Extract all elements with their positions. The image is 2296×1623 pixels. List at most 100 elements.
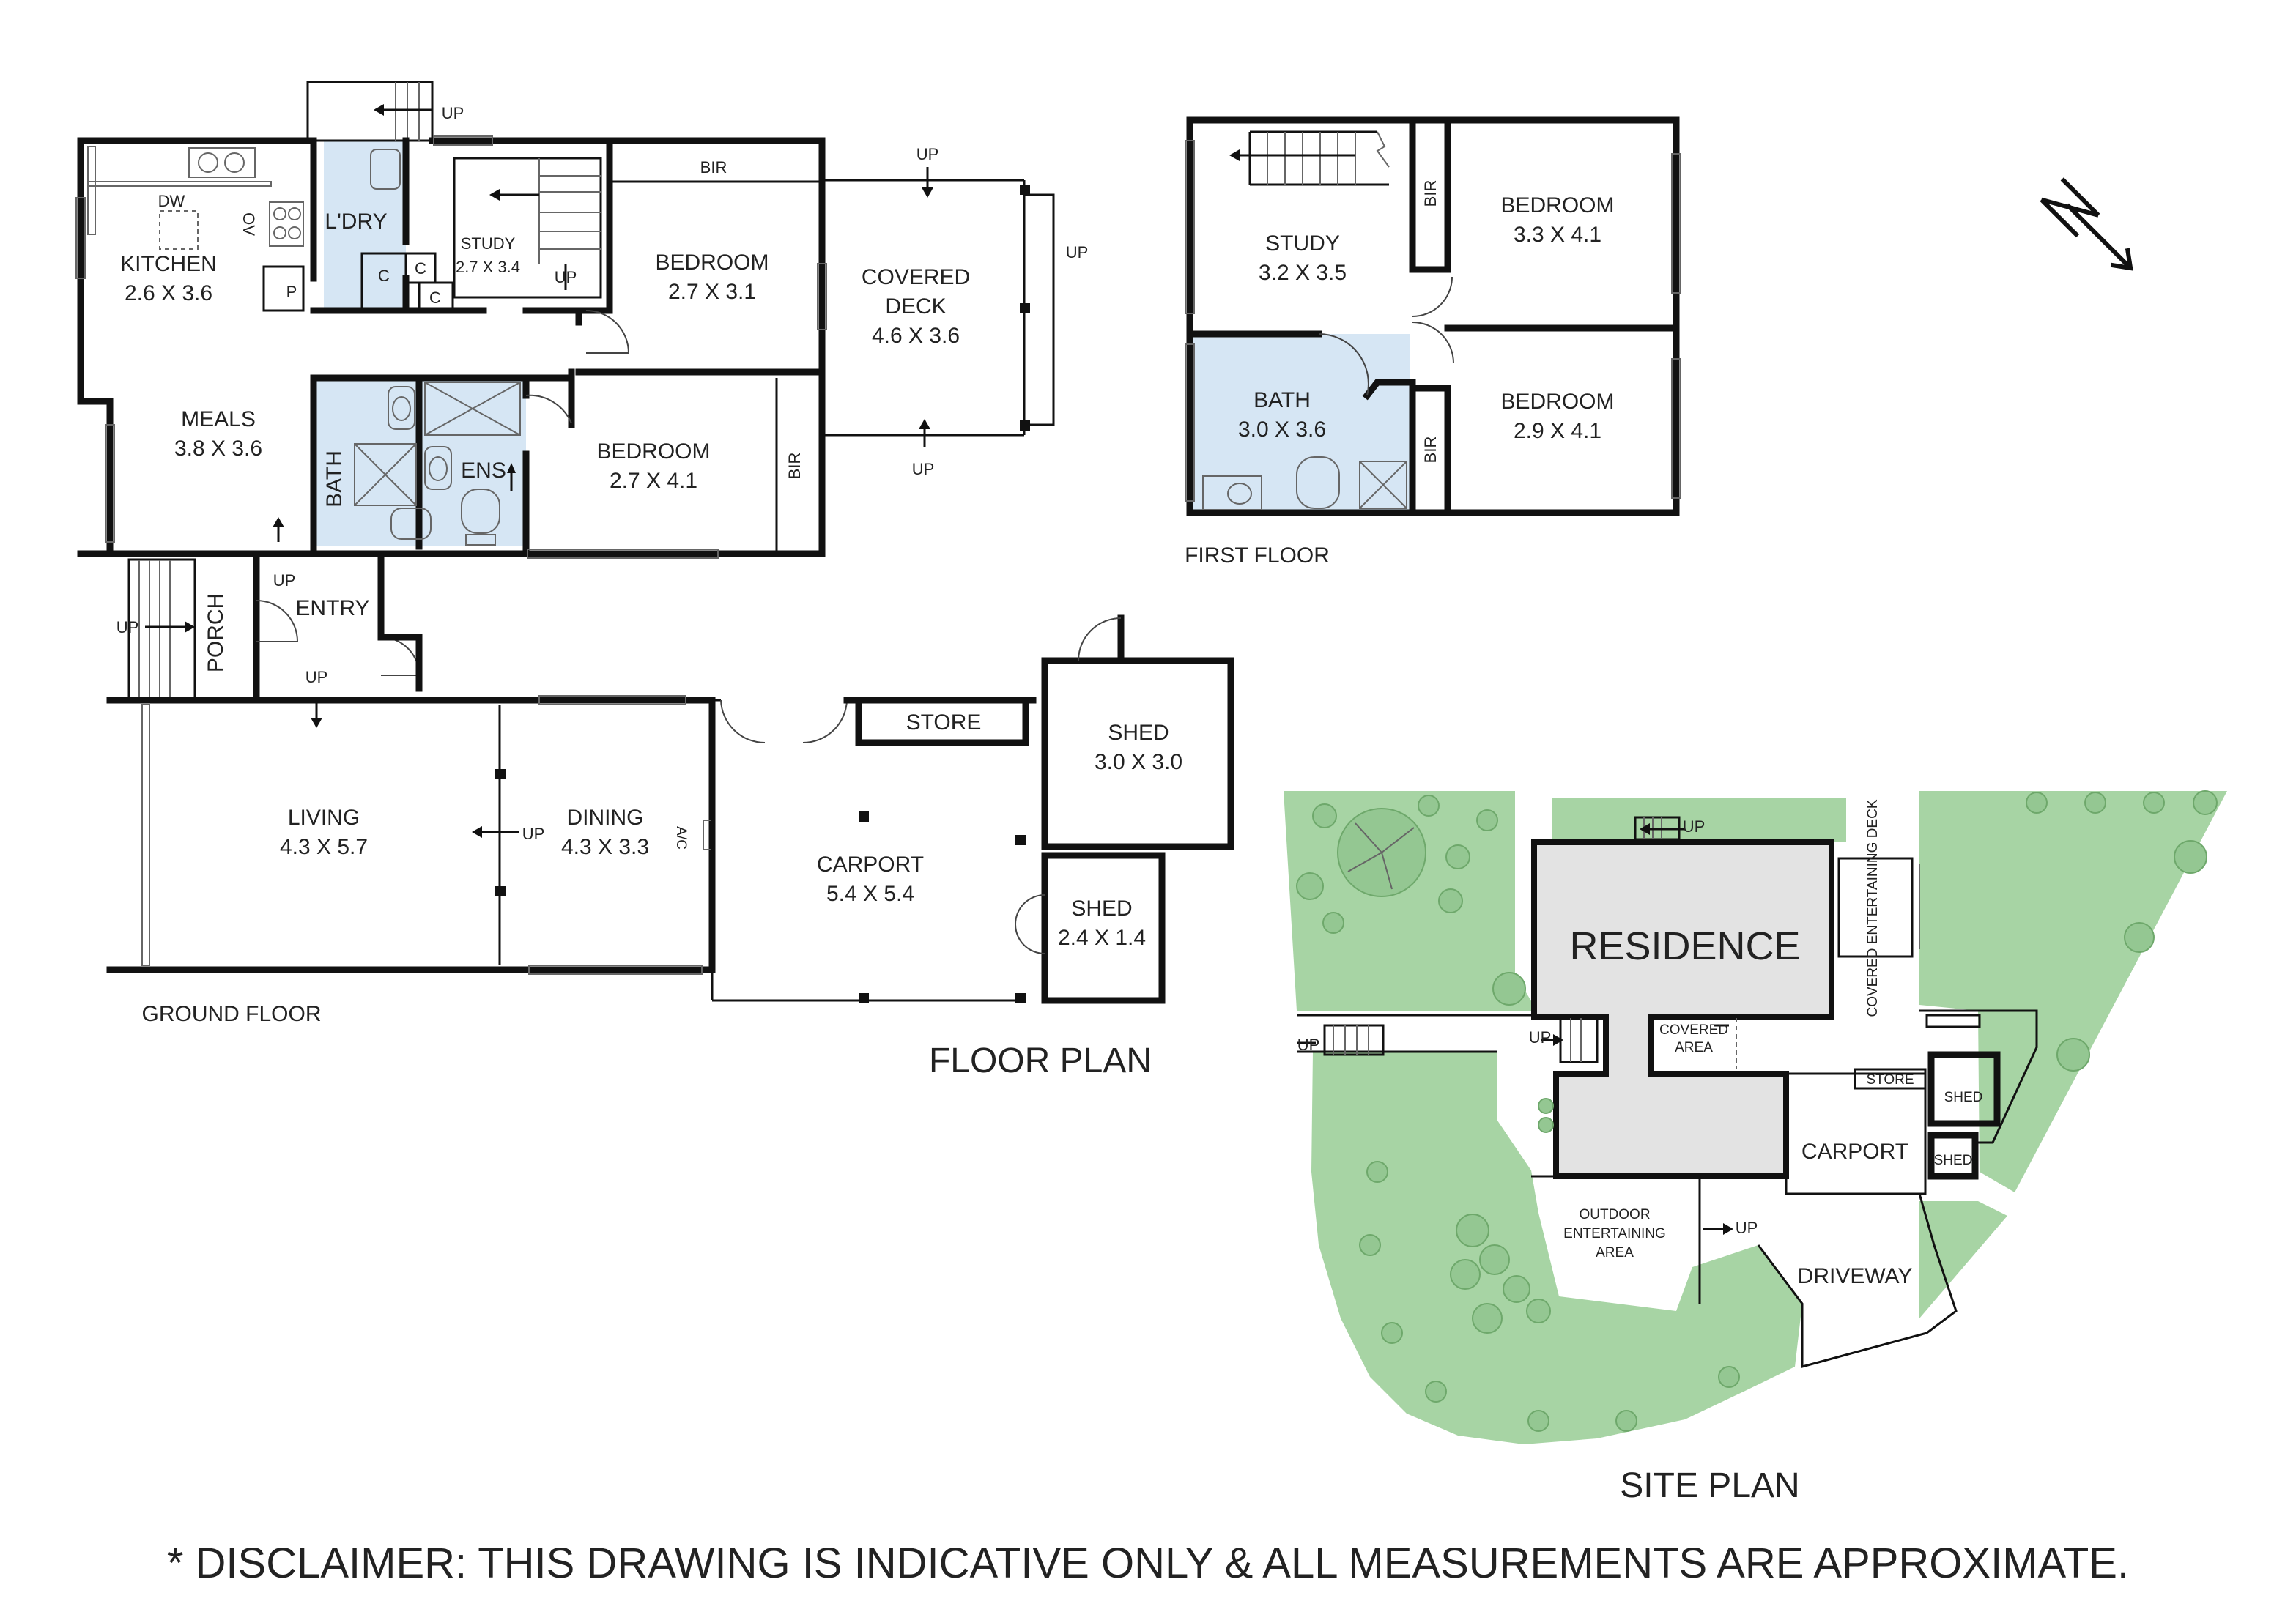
- ff-bir-label-2: BIR: [1421, 437, 1440, 464]
- first-floor-labels: STUDY 3.2 X 3.5 BIR BEDROOM 3.3 X 4.1 BA…: [1185, 180, 1614, 568]
- site-plan-labels: RESIDENCE COVERED ENTERTAINING DECK COVE…: [1297, 799, 1983, 1505]
- site-up-top: UP: [1683, 817, 1706, 836]
- ac-label: A/C: [673, 826, 689, 850]
- cupboard-label-2: C: [415, 259, 426, 278]
- lawn-main: [1311, 1052, 1802, 1444]
- deck-up-side: UP: [1066, 243, 1089, 261]
- kitchen-label: KITCHEN: [120, 252, 217, 276]
- ff-bir-label-1: BIR: [1421, 180, 1440, 207]
- porch-up-label: UP: [116, 618, 139, 636]
- study-label: STUDY: [461, 234, 516, 253]
- deck-up-bottom: UP: [912, 460, 935, 478]
- kitchen-size: 2.6 X 3.6: [125, 281, 212, 305]
- covered-area-label-2: AREA: [1675, 1040, 1713, 1055]
- entry-label: ENTRY: [295, 596, 369, 620]
- site-carport-label: CARPORT: [1801, 1140, 1908, 1164]
- carport-plan: [711, 614, 1234, 1004]
- site-up-left: UP: [1297, 1036, 1320, 1054]
- living-label: LIVING: [288, 806, 360, 830]
- living-size: 4.3 X 5.7: [280, 835, 368, 859]
- rear-stair: [306, 81, 434, 142]
- first-floor-plan: [1185, 116, 1681, 516]
- plan-title: FLOOR PLAN: [929, 1041, 1152, 1080]
- bedroom2-size: 2.7 X 4.1: [610, 469, 697, 493]
- carport-label: CARPORT: [817, 853, 924, 877]
- porch-steps: [127, 558, 196, 700]
- site-plan-label: SITE PLAN: [1620, 1466, 1799, 1505]
- ff-bedroom1-label: BEDROOM: [1500, 193, 1614, 218]
- covered-deck-size: 4.6 X 3.6: [872, 324, 960, 348]
- site-store-label: STORE: [1866, 1072, 1914, 1088]
- ff-bedroom1-size: 3.3 X 4.1: [1514, 223, 1601, 247]
- entry-up-label: UP: [273, 571, 296, 590]
- meals-label: MEALS: [181, 407, 256, 431]
- trees: [1296, 790, 2218, 1432]
- ensuite-label: ENS: [461, 458, 506, 483]
- site-covered-deck-label: COVERED ENTERTAINING DECK: [1865, 799, 1881, 1017]
- site-up-mid: UP: [1529, 1028, 1552, 1047]
- covered-area-label-1: COVERED: [1659, 1022, 1728, 1038]
- first-floor-bath-area: [1190, 334, 1410, 513]
- ground-floor-labels: KITCHEN 2.6 X 3.6 DW OV P L'DRY C C C ST…: [116, 104, 1182, 1080]
- north-compass-icon: [2040, 177, 2133, 271]
- study-stair-up: UP: [555, 268, 577, 286]
- pantry-label: P: [286, 283, 297, 301]
- site-carport: [1785, 1072, 1927, 1195]
- ff-study-label: STUDY: [1265, 231, 1340, 256]
- ground-floor-label: GROUND FLOOR: [141, 1002, 321, 1026]
- kitchen-fixtures: [87, 146, 304, 250]
- ff-bedroom2-size: 2.9 X 4.1: [1514, 419, 1601, 443]
- bir-label-bed2: BIR: [785, 453, 804, 480]
- ground-floor-plan: [75, 81, 1234, 1004]
- study-stair: [453, 157, 602, 299]
- site-shed1-label: SHED: [1944, 1090, 1983, 1105]
- ff-study-size: 3.2 X 3.5: [1259, 261, 1347, 285]
- porch-label: PORCH: [204, 593, 228, 672]
- site-covered-deck: [1837, 857, 1914, 958]
- covered-deck-label: COVERED: [862, 265, 970, 289]
- driveway-label: DRIVEWAY: [1798, 1264, 1913, 1288]
- residence-label: RESIDENCE: [1569, 924, 1800, 968]
- site-shed2-label: SHED: [1934, 1153, 1973, 1168]
- ff-bath-label: BATH: [1253, 388, 1311, 412]
- bath-label: BATH: [322, 450, 347, 508]
- ff-bedroom2-label: BEDROOM: [1500, 390, 1614, 414]
- rear-stair-up: UP: [442, 104, 464, 122]
- dishwasher-label: DW: [158, 192, 185, 210]
- carport-size: 5.4 X 5.4: [826, 882, 914, 906]
- covered-deck-label-2: DECK: [885, 294, 946, 319]
- shed2-size: 2.4 X 1.4: [1058, 926, 1146, 950]
- deck-up-top: UP: [916, 145, 939, 163]
- outdoor-up-label: UP: [1736, 1219, 1758, 1237]
- bedroom1-size: 2.7 X 3.1: [668, 280, 756, 304]
- lawn-right-bottom: [1919, 1201, 2007, 1318]
- bir-label-bed1: BIR: [700, 158, 727, 177]
- study-size: 2.7 X 3.4: [456, 258, 520, 276]
- disclaimer: * DISCLAIMER: THIS DRAWING IS INDICATIVE…: [167, 1540, 2129, 1587]
- outdoor-label-3: AREA: [1596, 1245, 1634, 1260]
- laundry-area: [324, 141, 406, 311]
- cupboard-label-3: C: [429, 289, 441, 307]
- outdoor-label-1: OUTDOOR: [1579, 1207, 1650, 1222]
- meals-size: 3.8 X 3.6: [174, 437, 262, 461]
- dining-label: DINING: [567, 806, 644, 830]
- dining-size: 4.3 X 3.3: [561, 835, 649, 859]
- oven-label: OV: [240, 212, 258, 236]
- ff-bath-size: 3.0 X 3.6: [1238, 417, 1326, 442]
- shed2-label: SHED: [1071, 896, 1132, 921]
- store-label: STORE: [906, 710, 982, 735]
- shed1-size: 3.0 X 3.0: [1095, 750, 1182, 774]
- bedroom1-label: BEDROOM: [655, 250, 769, 275]
- bedroom2-label: BEDROOM: [596, 439, 710, 464]
- bathroom-fixtures: [354, 382, 521, 546]
- outdoor-label-2: ENTERTAINING: [1563, 1226, 1666, 1241]
- dining-up-label: UP: [522, 825, 545, 843]
- cupboard-label-1: C: [378, 267, 390, 285]
- laundry-label: L'DRY: [325, 209, 387, 234]
- first-floor-label: FIRST FLOOR: [1185, 543, 1330, 568]
- covered-deck: [822, 167, 1055, 447]
- shed1-label: SHED: [1108, 721, 1169, 745]
- site-plan: [1284, 790, 2227, 1444]
- living-up-label: UP: [305, 668, 328, 686]
